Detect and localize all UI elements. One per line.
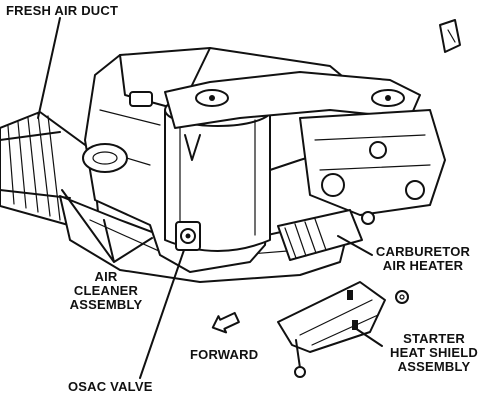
carburetor-assembly [299, 19, 461, 216]
forward-arrow-icon [211, 311, 240, 334]
label-fresh-air-duct: FRESH AIR DUCT [6, 3, 119, 18]
top-bracket-plate [164, 71, 421, 129]
leader-fresh-air-duct [37, 17, 61, 119]
label-air-cleaner-assembly: AIR CLEANER ASSEMBLY [56, 270, 156, 312]
label-air-cleaner-line1: AIR [94, 269, 118, 284]
label-starter-line1: STARTER [403, 331, 465, 346]
starter-heat-shield-part [277, 281, 409, 378]
carburetor-air-heater-part [277, 209, 375, 261]
label-carburetor-air-heater: CARBURETOR AIR HEATER [368, 245, 478, 273]
label-osac-valve: OSAC VALVE [68, 379, 153, 394]
label-carburetor-line1: CARBURETOR [375, 244, 471, 259]
leader-air-cleaner [61, 189, 153, 263]
label-carburetor-line2: AIR HEATER [382, 258, 464, 273]
label-forward: FORWARD [190, 347, 259, 362]
osac-valve-part [175, 221, 201, 251]
label-starter-line3: ASSEMBLY [397, 359, 471, 374]
label-starter-heat-shield-assembly: STARTER HEAT SHIELD ASSEMBLY [378, 332, 490, 374]
leader-carburetor-air-heater [337, 235, 373, 256]
leader-osac-valve [139, 249, 185, 379]
label-air-cleaner-line2: CLEANER [73, 283, 139, 298]
leader-lines [37, 17, 383, 379]
label-air-cleaner-line3: ASSEMBLY [69, 297, 143, 312]
label-starter-line2: HEAT SHIELD [390, 345, 478, 360]
leader-starter-heat-shield [354, 327, 383, 347]
